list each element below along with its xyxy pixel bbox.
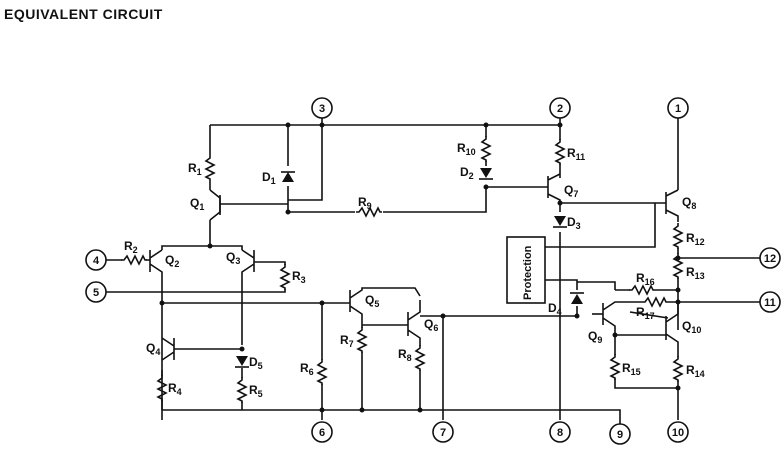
label-r17: R17	[636, 305, 655, 321]
junctions	[159, 122, 681, 413]
pin-3: 3	[311, 97, 333, 119]
resistors	[120, 135, 683, 404]
wires	[102, 118, 762, 424]
pin-2: 2	[549, 97, 571, 119]
svg-text:12: 12	[764, 253, 776, 265]
label-q6: Q6	[424, 317, 438, 333]
label-r4: R4	[168, 381, 182, 397]
pin-8: 8	[549, 421, 571, 443]
label-r2: R2	[124, 239, 138, 255]
label-r8: R8	[398, 347, 412, 363]
label-r10: R10	[457, 141, 476, 157]
label-r12: R12	[686, 231, 705, 247]
pin-4: 4	[85, 249, 107, 271]
pin-9: 9	[609, 423, 631, 445]
svg-text:4: 4	[93, 255, 100, 267]
pin-6: 6	[311, 421, 333, 443]
svg-text:6: 6	[319, 427, 325, 439]
diodes	[235, 168, 584, 368]
pin-12: 12	[759, 247, 781, 269]
label-q4: Q4	[146, 341, 160, 357]
label-d3: D3	[567, 215, 581, 231]
pin-10: 10	[667, 421, 689, 443]
protection-block	[506, 236, 546, 304]
label-r13: R13	[686, 265, 705, 281]
label-q3: Q3	[226, 250, 240, 266]
component-labels: R1 D1 Q1 R9 R10 D2 R11 Q7 D3 Q8 R12 R13 …	[124, 141, 705, 399]
label-r1: R1	[188, 161, 202, 177]
label-q5: Q5	[365, 293, 379, 309]
label-r16: R16	[636, 271, 655, 287]
pin-11: 11	[759, 291, 781, 313]
label-d1: D1	[262, 170, 276, 186]
label-r15: R15	[622, 361, 641, 377]
svg-text:9: 9	[617, 429, 623, 441]
label-r11: R11	[567, 146, 585, 162]
pin-5: 5	[85, 281, 107, 303]
svg-text:8: 8	[557, 427, 563, 439]
svg-text:2: 2	[557, 103, 563, 115]
diagram-title: EQUIVALENT CIRCUIT	[4, 6, 163, 22]
label-q2: Q2	[165, 253, 179, 269]
label-q9: Q9	[588, 329, 602, 345]
label-r7: R7	[340, 333, 354, 349]
svg-text:7: 7	[440, 427, 446, 439]
label-r5: R5	[249, 383, 263, 399]
label-r9: R9	[358, 195, 372, 211]
svg-text:3: 3	[319, 103, 325, 115]
pins: 1 2 3 4 5 6 7 8 9 10 11 12	[85, 97, 781, 445]
label-r6: R6	[300, 361, 314, 377]
label-q10: Q10	[682, 319, 701, 335]
label-q1: Q1	[190, 196, 204, 212]
label-d2: D2	[460, 165, 474, 181]
svg-text:10: 10	[672, 427, 684, 439]
label-r14: R14	[686, 363, 705, 379]
label-q8: Q8	[682, 195, 696, 211]
label-d4: D4	[548, 301, 562, 317]
label-r3: R3	[292, 269, 306, 285]
label-d5: D5	[249, 355, 263, 371]
label-q7: Q7	[564, 183, 578, 199]
pin-1: 1	[667, 97, 689, 119]
pin-7: 7	[432, 421, 454, 443]
protection-label: Protection	[522, 245, 534, 300]
svg-text:5: 5	[93, 287, 99, 299]
svg-text:11: 11	[764, 297, 776, 309]
svg-text:1: 1	[675, 103, 681, 115]
